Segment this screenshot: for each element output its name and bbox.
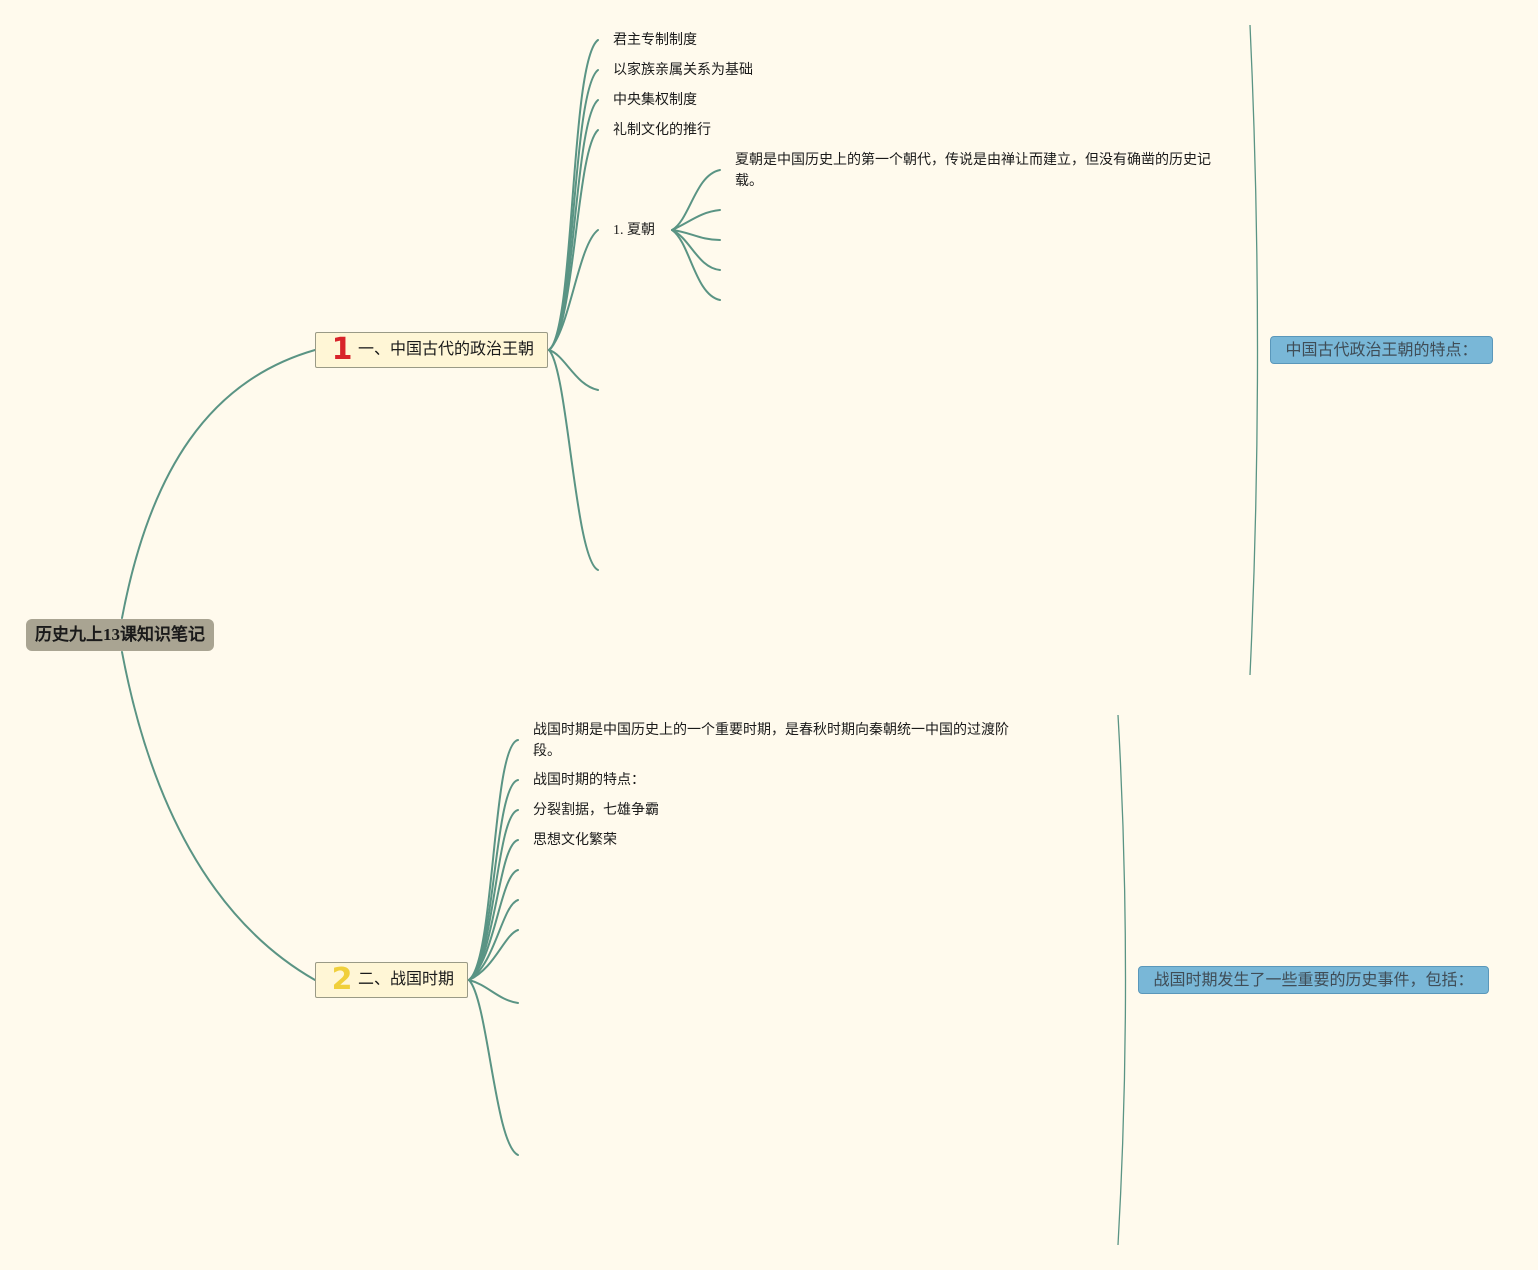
leaf-seven-states[interactable]: 分裂割据，七雄争霸 — [533, 802, 659, 818]
leaf-warring-states-intro[interactable]: 战国时期是中国历史上的一个重要时期，是春秋时期向秦朝统一中国的过渡阶段。 — [533, 722, 1009, 759]
leaf-kinship[interactable]: 以家族亲属关系为基础 — [613, 62, 753, 78]
link-xia-c4 — [671, 229, 721, 271]
link-b1-empty2 — [548, 349, 599, 571]
leaf-warring-states-features[interactable]: 战国时期的特点： — [533, 772, 645, 788]
leaf-autocracy[interactable]: 君主专制制度 — [613, 32, 697, 48]
summary-brace-2 — [1117, 714, 1127, 1246]
link-b2-empty1 — [468, 869, 519, 981]
link-b2-empty3 — [468, 929, 519, 981]
branch-1-label: 一、中国古代的政治王朝 — [358, 341, 535, 358]
leaf-thought-culture[interactable]: 思想文化繁荣 — [533, 832, 617, 848]
link-root-branch1 — [121, 349, 316, 619]
link-b2-empty2 — [468, 899, 519, 981]
branch-topic-2[interactable]: 2 二、战国时期 — [315, 962, 468, 998]
link-xia-detail — [671, 169, 721, 231]
link-root-branch2 — [121, 651, 316, 981]
link-b2-empty4 — [468, 979, 519, 1004]
root-topic[interactable]: 历史九上13课知识笔记 — [26, 619, 214, 651]
link-b1-leaf3 — [548, 99, 599, 351]
link-b2-leaf3 — [468, 809, 519, 981]
branch-topic-1[interactable]: 1 一、中国古代的政治王朝 — [315, 332, 548, 368]
link-b2-leaf2 — [468, 779, 519, 981]
leaf-xia-detail[interactable]: 夏朝是中国历史上的第一个朝代，传说是由禅让而建立，但没有确凿的历史记载。 — [735, 152, 1211, 189]
leaf-ritual-culture[interactable]: 礼制文化的推行 — [613, 122, 711, 138]
number-2-icon: 2 — [331, 962, 353, 997]
link-b1-xia — [548, 229, 599, 351]
link-xia-c5 — [671, 229, 721, 301]
leaf-centralization[interactable]: 中央集权制度 — [613, 92, 697, 108]
link-b2-empty5 — [468, 979, 519, 1156]
summary-topic-2[interactable]: 战国时期发生了一些重要的历史事件，包括： — [1138, 966, 1489, 994]
link-xia-c3 — [671, 229, 721, 241]
branch-2-label: 二、战国时期 — [358, 971, 455, 988]
link-xia-c2 — [671, 209, 721, 231]
summary-topic-1[interactable]: 中国古代政治王朝的特点： — [1270, 336, 1493, 364]
summary-brace-1 — [1249, 24, 1259, 676]
leaf-xia-dynasty[interactable]: 1. 夏朝 — [613, 223, 655, 238]
number-1-icon: 1 — [331, 332, 353, 367]
link-b1-empty1 — [548, 349, 599, 391]
